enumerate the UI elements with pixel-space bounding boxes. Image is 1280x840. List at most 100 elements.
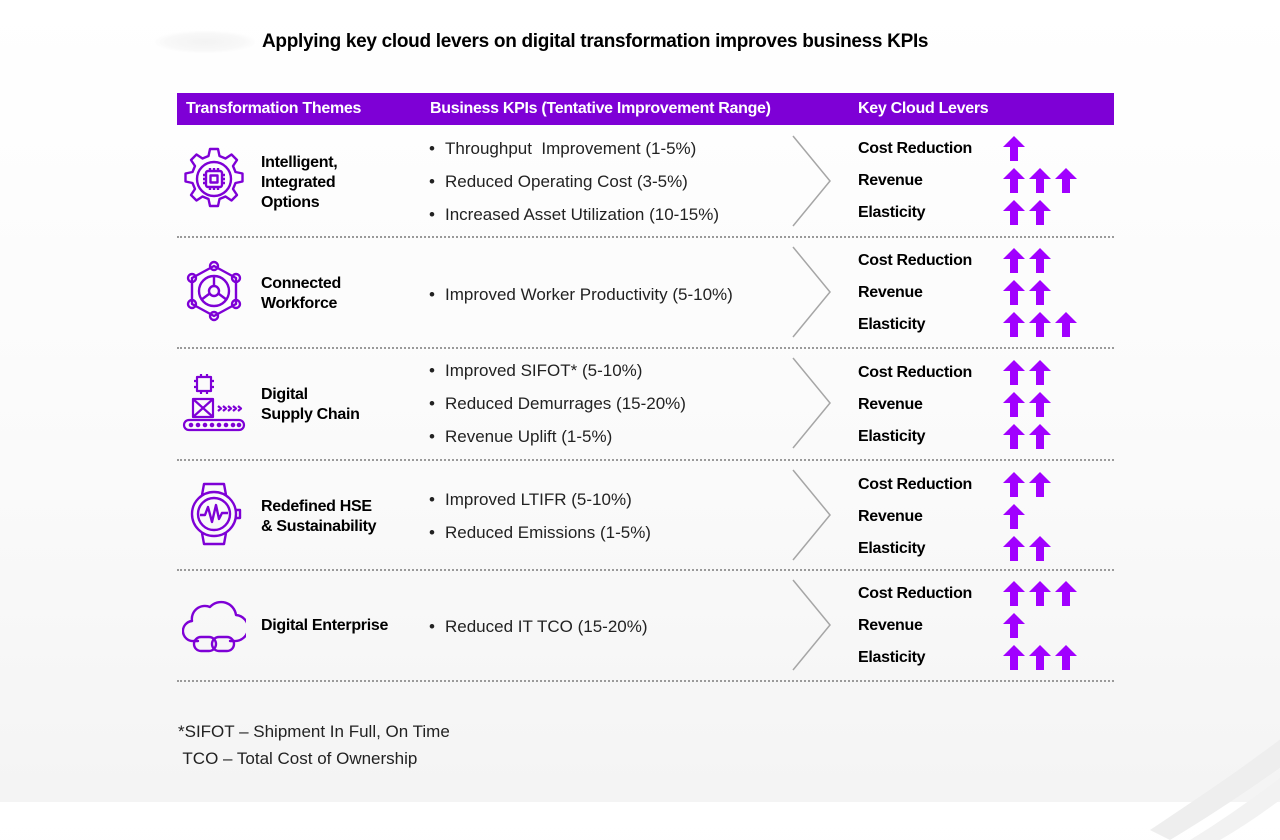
kpi-item: Increased Asset Utilization (10-15%) <box>429 198 719 231</box>
up-arrow-icon <box>1029 424 1051 449</box>
up-arrow-icon <box>1003 248 1025 273</box>
kpi-list: Improved SIFOT* (5-10%) Reduced Demurrag… <box>429 354 686 453</box>
kpi-item: Revenue Uplift (1-5%) <box>429 420 686 453</box>
up-arrow-icon <box>1003 536 1025 561</box>
chevron-right-icon <box>792 246 831 338</box>
lever-label: Elasticity <box>858 540 926 557</box>
lever-label: Elasticity <box>858 316 926 333</box>
table-row: Digital Enterprise Reduced IT TCO (15-20… <box>177 571 1114 682</box>
decorative-swoosh <box>1150 739 1280 840</box>
lever-label: Cost Reduction <box>858 140 973 157</box>
theme-label: Intelligent, Integrated Options <box>261 154 338 211</box>
chevron-right-icon <box>792 579 831 671</box>
up-arrow-icon <box>1029 581 1051 606</box>
up-arrow-icon <box>1029 248 1051 273</box>
arrow-group <box>1003 360 1051 385</box>
up-arrow-icon <box>1003 360 1025 385</box>
kpi-list: Improved LTIFR (5-10%) Reduced Emissions… <box>429 483 651 549</box>
arrow-group <box>1003 504 1025 529</box>
lever-label: Revenue <box>858 617 923 634</box>
footnote-tco: TCO – Total Cost of Ownership <box>178 749 418 768</box>
up-arrow-icon <box>1003 168 1025 193</box>
kpi-item: Reduced Operating Cost (3-5%) <box>429 165 719 198</box>
up-arrow-icon <box>1055 312 1077 337</box>
page-title: Applying key cloud levers on digital tra… <box>262 31 929 52</box>
arrow-group <box>1003 168 1077 193</box>
up-arrow-icon <box>1029 280 1051 305</box>
up-arrow-icon <box>1029 472 1051 497</box>
up-arrow-icon <box>1029 360 1051 385</box>
up-arrow-icon <box>1029 392 1051 417</box>
gear-chip-icon <box>182 145 246 218</box>
arrow-group <box>1003 312 1077 337</box>
kpi-item: Improved Worker Productivity (5-10%) <box>429 278 733 311</box>
theme-label: Redefined HSE & Sustainability <box>261 498 377 535</box>
lever-label: Revenue <box>858 284 923 301</box>
chevron-right-icon <box>792 469 831 561</box>
chevron-right-icon <box>792 357 831 449</box>
kpi-item: Throughput Improvement (1-5%) <box>429 132 719 165</box>
up-arrow-icon <box>1003 392 1025 417</box>
arrow-group <box>1003 581 1077 606</box>
up-arrow-icon <box>1003 136 1025 161</box>
table-row: Digital Supply Chain Improved SIFOT* (5-… <box>177 349 1114 461</box>
lever-label: Cost Reduction <box>858 585 973 602</box>
footnote-sifot: *SIFOT – Shipment In Full, On Time <box>178 722 450 741</box>
kpi-item: Improved LTIFR (5-10%) <box>429 483 651 516</box>
up-arrow-icon <box>1029 536 1051 561</box>
up-arrow-icon <box>1055 581 1077 606</box>
arrow-group <box>1003 200 1051 225</box>
kpi-item: Reduced IT TCO (15-20%) <box>429 610 648 643</box>
lever-label: Elasticity <box>858 204 926 221</box>
table-row: Redefined HSE & Sustainability Improved … <box>177 461 1114 571</box>
lever-label: Cost Reduction <box>858 476 973 493</box>
kpi-list: Reduced IT TCO (15-20%) <box>429 610 648 643</box>
kpi-list: Throughput Improvement (1-5%) Reduced Op… <box>429 132 719 231</box>
smartwatch-icon <box>182 481 246 552</box>
arrow-group <box>1003 472 1051 497</box>
lever-label: Elasticity <box>858 649 926 666</box>
table-row: Connected Workforce Improved Worker Prod… <box>177 238 1114 349</box>
cloud-link-icon <box>181 595 250 662</box>
lever-label: Cost Reduction <box>858 364 973 381</box>
arrow-group <box>1003 645 1077 670</box>
kpi-item: Reduced Emissions (1-5%) <box>429 516 651 549</box>
up-arrow-icon <box>1055 168 1077 193</box>
header-levers: Key Cloud Levers <box>858 100 989 117</box>
arrow-group <box>1003 248 1051 273</box>
arrow-group <box>1003 536 1051 561</box>
up-arrow-icon <box>1003 613 1025 638</box>
theme-label: Connected Workforce <box>261 275 341 312</box>
header-themes: Transformation Themes <box>186 100 362 117</box>
theme-label: Digital Enterprise <box>261 617 389 634</box>
kpi-list: Improved Worker Productivity (5-10%) <box>429 278 733 311</box>
conveyor-box-icon <box>182 373 248 440</box>
lever-label: Cost Reduction <box>858 252 973 269</box>
kpi-item: Reduced Demurrages (15-20%) <box>429 387 686 420</box>
up-arrow-icon <box>1029 200 1051 225</box>
table-header: Transformation Themes Business KPIs (Ten… <box>177 93 1114 125</box>
theme-label: Digital Supply Chain <box>261 386 360 423</box>
up-arrow-icon <box>1003 200 1025 225</box>
up-arrow-icon <box>1003 504 1025 529</box>
lever-label: Revenue <box>858 172 923 189</box>
up-arrow-icon <box>1003 581 1025 606</box>
up-arrow-icon <box>1003 280 1025 305</box>
up-arrow-icon <box>1003 472 1025 497</box>
up-arrow-icon <box>1003 645 1025 670</box>
chevron-right-icon <box>792 135 831 227</box>
arrow-group <box>1003 136 1025 161</box>
lever-label: Revenue <box>858 508 923 525</box>
header-kpis: Business KPIs (Tentative Improvement Ran… <box>430 100 771 117</box>
up-arrow-icon <box>1003 424 1025 449</box>
kpi-item: Improved SIFOT* (5-10%) <box>429 354 686 387</box>
up-arrow-icon <box>1055 645 1077 670</box>
arrow-group <box>1003 280 1051 305</box>
logo-placeholder <box>155 31 255 53</box>
up-arrow-icon <box>1003 312 1025 337</box>
lever-label: Revenue <box>858 396 923 413</box>
arrow-group <box>1003 424 1051 449</box>
up-arrow-icon <box>1029 168 1051 193</box>
table-row: Intelligent, Integrated Options Throughp… <box>177 125 1114 238</box>
up-arrow-icon <box>1029 312 1051 337</box>
